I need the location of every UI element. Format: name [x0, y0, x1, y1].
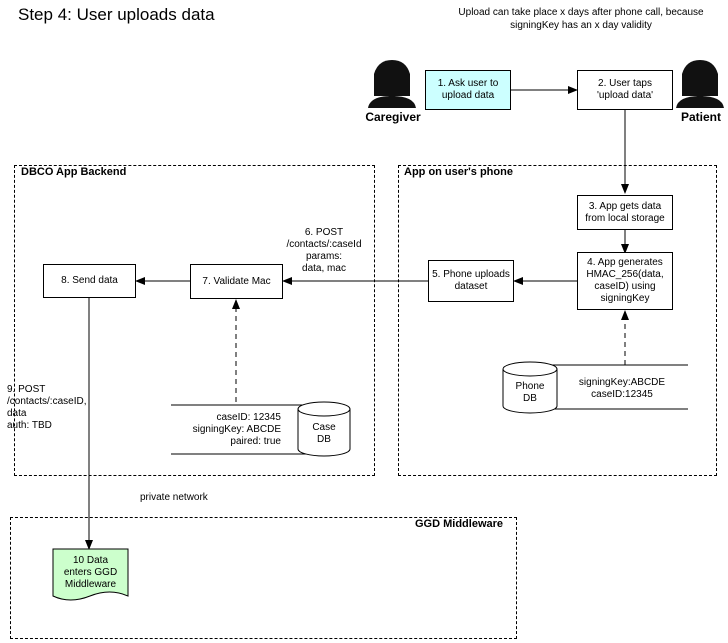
phone-db-cylinder [502, 361, 558, 414]
diagram-note: Upload can take place x days after phone… [458, 7, 704, 31]
step-4-box: 4. App generates HMAC_256(data, caseID) … [577, 252, 673, 310]
step-2-box: 2. User taps 'upload data' [577, 70, 673, 110]
phone-db-name: Phone DB [515, 381, 545, 404]
patient-person-icon [676, 60, 724, 108]
middleware-region-label: GGD Middleware [415, 518, 504, 530]
step-5-box: 5. Phone uploads dataset [428, 260, 514, 302]
edge-6-label: 6. POST /contacts/:caseId params: data, … [286, 227, 362, 274]
phone-db-fields: signingKey:ABCDE caseID:12345 [578, 377, 666, 400]
step-10-label: 10 Data enters GGD Middleware [63, 555, 118, 590]
backend-region [14, 165, 375, 476]
case-db-fields: caseID: 12345 signingKey: ABCDE paired: … [192, 412, 281, 447]
step-7-box: 7. Validate Mac [190, 264, 283, 299]
edge-9-label: 9. POST /contacts/:caseID, data auth: TB… [7, 384, 87, 431]
step-8-box: 8. Send data [43, 264, 136, 298]
case-db-name: Case DB [312, 422, 336, 445]
private-network-label: private network [140, 492, 208, 503]
step-1-box: 1. Ask user to upload data [425, 70, 511, 110]
step-3-box: 3. App gets data from local storage [577, 195, 673, 230]
caregiver-person-icon [368, 60, 416, 108]
phone-region-label: App on user's phone [404, 166, 513, 178]
caregiver-label: Caregiver [365, 110, 421, 124]
diagram-title: Step 4: User uploads data [18, 5, 215, 24]
patient-label: Patient [680, 110, 721, 124]
phone-region [398, 165, 717, 476]
step10-document-shape [52, 548, 129, 601]
backend-region-label: DBCO App Backend [21, 166, 127, 178]
case-db-cylinder [297, 401, 351, 457]
middleware-region [10, 517, 517, 639]
